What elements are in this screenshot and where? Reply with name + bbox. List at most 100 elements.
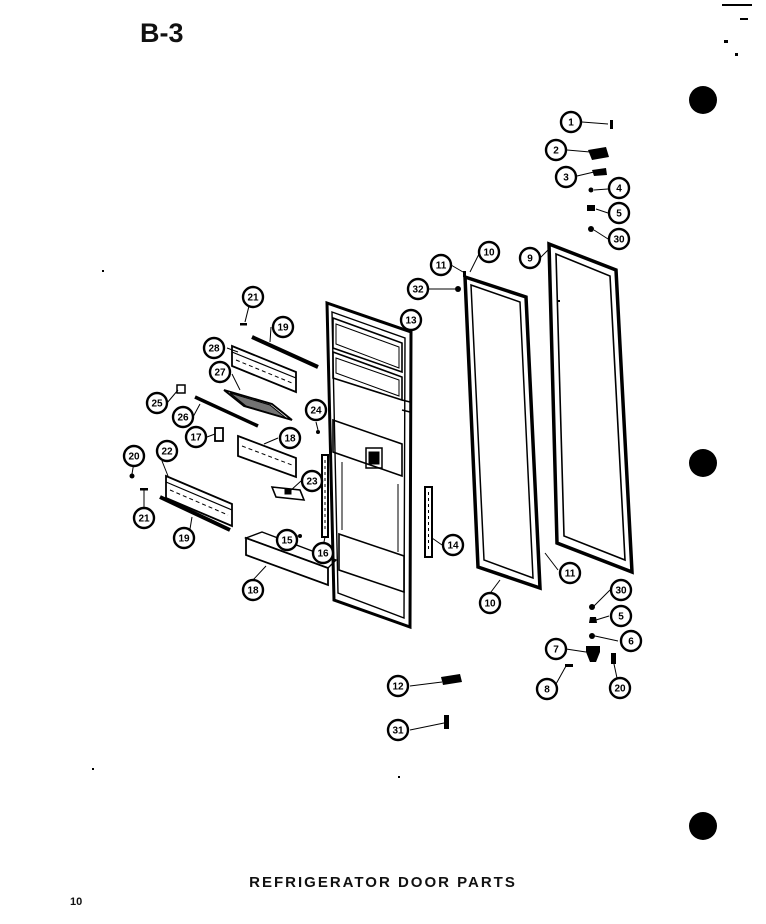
egg-tray (223, 389, 293, 421)
callout-11: 11 (558, 561, 582, 585)
callout-3: 3 (554, 165, 578, 189)
callout-circle (607, 227, 631, 251)
part-23 (270, 486, 306, 501)
callout-circle (184, 425, 208, 449)
shelf-18-upper (237, 434, 297, 479)
callout-18: 18 (278, 426, 302, 450)
callout-10: 10 (478, 591, 502, 615)
callout-23: 23 (300, 469, 324, 493)
callout-number: 13 (405, 316, 417, 327)
callout-number: 20 (128, 452, 140, 463)
binder-hole (689, 812, 717, 840)
callout-24: 24 (304, 398, 328, 422)
callout-circle (145, 391, 169, 415)
callout-circle (311, 541, 335, 565)
callout-13: 13 (399, 308, 423, 332)
scan-specks (92, 4, 752, 778)
callout-number: 30 (613, 235, 625, 246)
callout-number: 32 (412, 285, 424, 296)
callout-circle (399, 308, 423, 332)
callout-number: 22 (161, 447, 173, 458)
callout-circle (208, 360, 232, 384)
callout-number: 11 (565, 569, 576, 580)
callout-circle (241, 578, 265, 602)
callout-16: 16 (311, 541, 335, 565)
callout-number: 31 (392, 726, 404, 737)
callout-number: 8 (544, 685, 550, 696)
callout-circle (518, 246, 542, 270)
callout-circle (607, 201, 631, 225)
callout-circle (477, 240, 501, 264)
callout-11: 11 (429, 253, 453, 277)
callout-2: 2 (544, 138, 568, 162)
section-code: B-3 (140, 18, 184, 48)
callout-circle (478, 591, 502, 615)
callout-number: 15 (281, 536, 293, 547)
callout-12: 12 (386, 674, 410, 698)
callout-circle (202, 336, 226, 360)
callout-25: 25 (145, 391, 169, 415)
callout-number: 6 (628, 637, 634, 648)
callout-circle (271, 315, 295, 339)
callout-5: 5 (607, 201, 631, 225)
callout-number: 27 (214, 368, 226, 379)
binder-hole (689, 86, 717, 114)
shelf-bar-top (251, 335, 319, 369)
diagram-caption: REFRIGERATOR DOOR PARTS (249, 874, 517, 891)
callout-number: 21 (138, 514, 150, 525)
door-strip (424, 486, 433, 558)
callout-circle (544, 138, 568, 162)
callout-circle (429, 253, 453, 277)
callout-number: 23 (306, 477, 318, 488)
callout-circle (241, 285, 265, 309)
leader-lines (131, 121, 619, 731)
shelf-28 (231, 344, 297, 394)
callout-number: 26 (177, 413, 189, 424)
callout-19: 19 (172, 526, 196, 550)
callout-circle (558, 561, 582, 585)
part-24 (316, 430, 320, 434)
callout-8: 8 (535, 677, 559, 701)
inner-door (325, 300, 413, 630)
callout-circle (171, 405, 195, 429)
callout-number: 10 (484, 599, 496, 610)
callout-circle (132, 506, 156, 530)
vertical-strip (321, 454, 329, 538)
callout-circle (608, 676, 632, 700)
callout-circle (386, 674, 410, 698)
callout-30: 30 (607, 227, 631, 251)
callout-26: 26 (171, 405, 195, 429)
callout-circle (386, 718, 410, 742)
callout-21: 21 (132, 506, 156, 530)
callout-circle (122, 444, 146, 468)
callout-circle (441, 533, 465, 557)
callout-circle (304, 398, 328, 422)
callout-30: 30 (609, 578, 633, 602)
callout-circle (535, 677, 559, 701)
callout-number: 18 (284, 434, 296, 445)
callout-22: 22 (155, 439, 179, 463)
callout-circle (607, 176, 631, 200)
shelf-22 (165, 474, 233, 528)
callout-number: 17 (190, 433, 202, 444)
callout-number: 10 (483, 248, 495, 259)
callout-circle (609, 578, 633, 602)
callout-number: 11 (436, 261, 447, 272)
callout-number: 18 (247, 586, 259, 597)
callout-circle (406, 277, 430, 301)
callout-number: 14 (447, 541, 459, 552)
small-fasteners (129, 120, 616, 729)
callout-number: 7 (553, 645, 559, 656)
shelf-18-lower (243, 531, 338, 587)
callout-number: 30 (615, 586, 627, 597)
clip-25 (176, 384, 186, 394)
callout-number: 1 (568, 118, 574, 129)
callout-circle (155, 439, 179, 463)
callout-1: 1 (559, 110, 583, 134)
callout-circle (619, 629, 643, 653)
callout-number: 16 (317, 549, 329, 560)
door-panel-outer (547, 241, 634, 575)
callout-circle (275, 528, 299, 552)
bracket-17 (214, 427, 224, 442)
